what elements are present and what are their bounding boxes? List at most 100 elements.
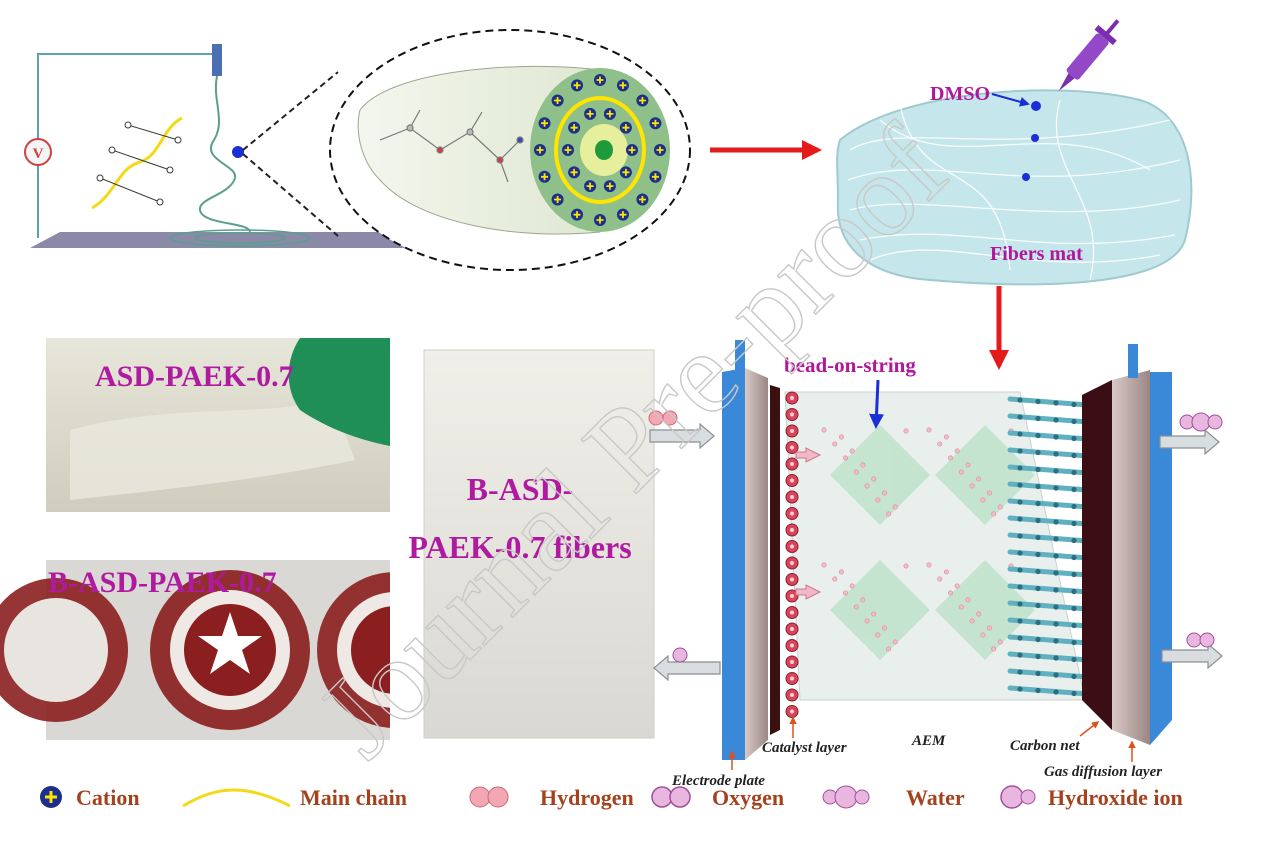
fiber-zoom [242,29,691,271]
cation-icon [534,144,546,156]
seal-overflow-mask [390,556,430,746]
cation-icon [538,117,551,130]
hydrogen-icon [469,786,491,808]
dmso-droplet-3 [1022,173,1030,181]
water-icon-c [1207,414,1223,430]
cation-icon [538,170,551,183]
dmso-label: DMSO [930,83,990,105]
left-catalyst-sheet [770,385,780,735]
fiber-cross-section-ring [554,96,646,204]
electrospinning-setup: V [24,44,420,248]
legend-item-hydrogen: Hydrogen [469,785,634,810]
left-gdl [745,368,768,760]
oxygen-outflow-icon-b [1199,632,1215,648]
circuit-wire [37,53,218,238]
cation-icon [594,214,606,226]
cation-icon [636,193,649,206]
right-gdl [1112,370,1150,745]
photo-top-left-label: ASD-PAEK-0.7 [95,360,294,393]
cation-icon [636,94,649,107]
side-chain-group [96,121,182,206]
cation-icon [551,94,564,107]
carbon-pointer [1079,721,1100,737]
legend-item-water: Water [822,785,965,810]
flow-molecules [648,410,1223,663]
cation-icon [571,208,584,221]
legend-item-hydroxide: Hydroxide ion [1000,785,1183,810]
water-icon-b [834,785,858,809]
water-icon-b [1191,412,1211,432]
fibers-mat: DMSO Fibers mat [836,19,1193,286]
cation-icon [619,166,632,179]
legend-label-cation: Cation [76,785,140,810]
fiber-deposit-rings [169,229,311,247]
collector-plate [30,232,420,248]
cation-groups [534,74,666,226]
photo-right-label-line2: PAEK-0.7 fibers [408,529,631,565]
voltmeter-symbol: V [33,146,44,162]
legend: Cation Main chain Hydrogen Oxygen Water … [40,785,1183,810]
membrane-fold [70,395,355,500]
glove [288,338,390,446]
photo-asd-paek: ASD-PAEK-0.7 [46,338,390,512]
molecular-structure [379,109,524,183]
legend-item-cation: Cation [40,785,140,810]
aem-membrane [784,391,1086,701]
catalyst-bead-column [785,391,799,718]
cation-icon [619,121,632,134]
right-catalyst-sheet [1082,380,1112,730]
photo-b-asd-paek: B-ASD-PAEK-0.7 [0,556,473,746]
flow-arrows [649,422,1223,682]
cation-icon [626,144,638,156]
cation-icon [594,74,606,86]
syringe-needle-icon [212,44,222,76]
cation-icon [571,79,584,92]
cation-icon [616,79,629,92]
voltmeter-icon [24,138,52,166]
hydrogen-icon-b [487,786,509,808]
legend-item-main-chain: Main chain [182,785,407,810]
cation-icon [654,144,666,156]
cation-icon [551,193,564,206]
cation-icon [616,208,629,221]
dmso-droplet [1031,101,1041,111]
cation-icon [562,144,574,156]
left-electrode-top [735,340,745,372]
cation-icon [584,107,597,120]
fiber-core-dot [595,140,613,160]
main-chain-icon [182,788,291,808]
legend-item-oxygen: Oxygen [651,785,784,810]
legend-label-main-chain: Main chain [300,785,407,810]
water-icon-c [854,789,870,805]
syringe-icon [1058,19,1120,91]
zoom-guide-top [242,71,339,151]
photo-bottom-left-label: B-ASD-PAEK-0.7 [48,566,277,599]
legend-label-oxygen: Oxygen [712,785,784,810]
outflow-molecule-icon [672,647,688,663]
cation-plus-glyph [45,791,57,803]
fuel-cell: bead-on-string Catalyst layer AEM Carbon… [648,340,1223,789]
aem-label: AEM [911,733,946,749]
cation-icon [649,117,662,130]
ion-dots [821,427,1014,652]
dmso-droplet-2 [1031,134,1039,142]
polymer-chain-icon [91,116,183,210]
dmso-arrow [991,93,1030,107]
electrode-plate-label: Electrode plate [671,773,765,789]
photo-fibers: B-ASD- PAEK-0.7 fibers [408,349,655,739]
cation-icon [649,170,662,183]
jet-focus-dot [232,146,244,158]
photo-right-label-line1: B-ASD- [467,471,574,507]
mat-fiber-texture [847,99,1181,281]
cation-icon [568,121,581,134]
cation-icon [584,180,597,193]
fiber-body [357,65,601,235]
gdl-label: Gas diffusion layer [1044,764,1162,780]
cation-icon [603,180,616,193]
oxygen-icon [651,786,673,808]
jet-spiral [199,75,251,233]
fibers-mat-label: Fibers mat [990,243,1083,265]
cation-icon [568,166,581,179]
legend-label-water: Water [906,785,965,810]
